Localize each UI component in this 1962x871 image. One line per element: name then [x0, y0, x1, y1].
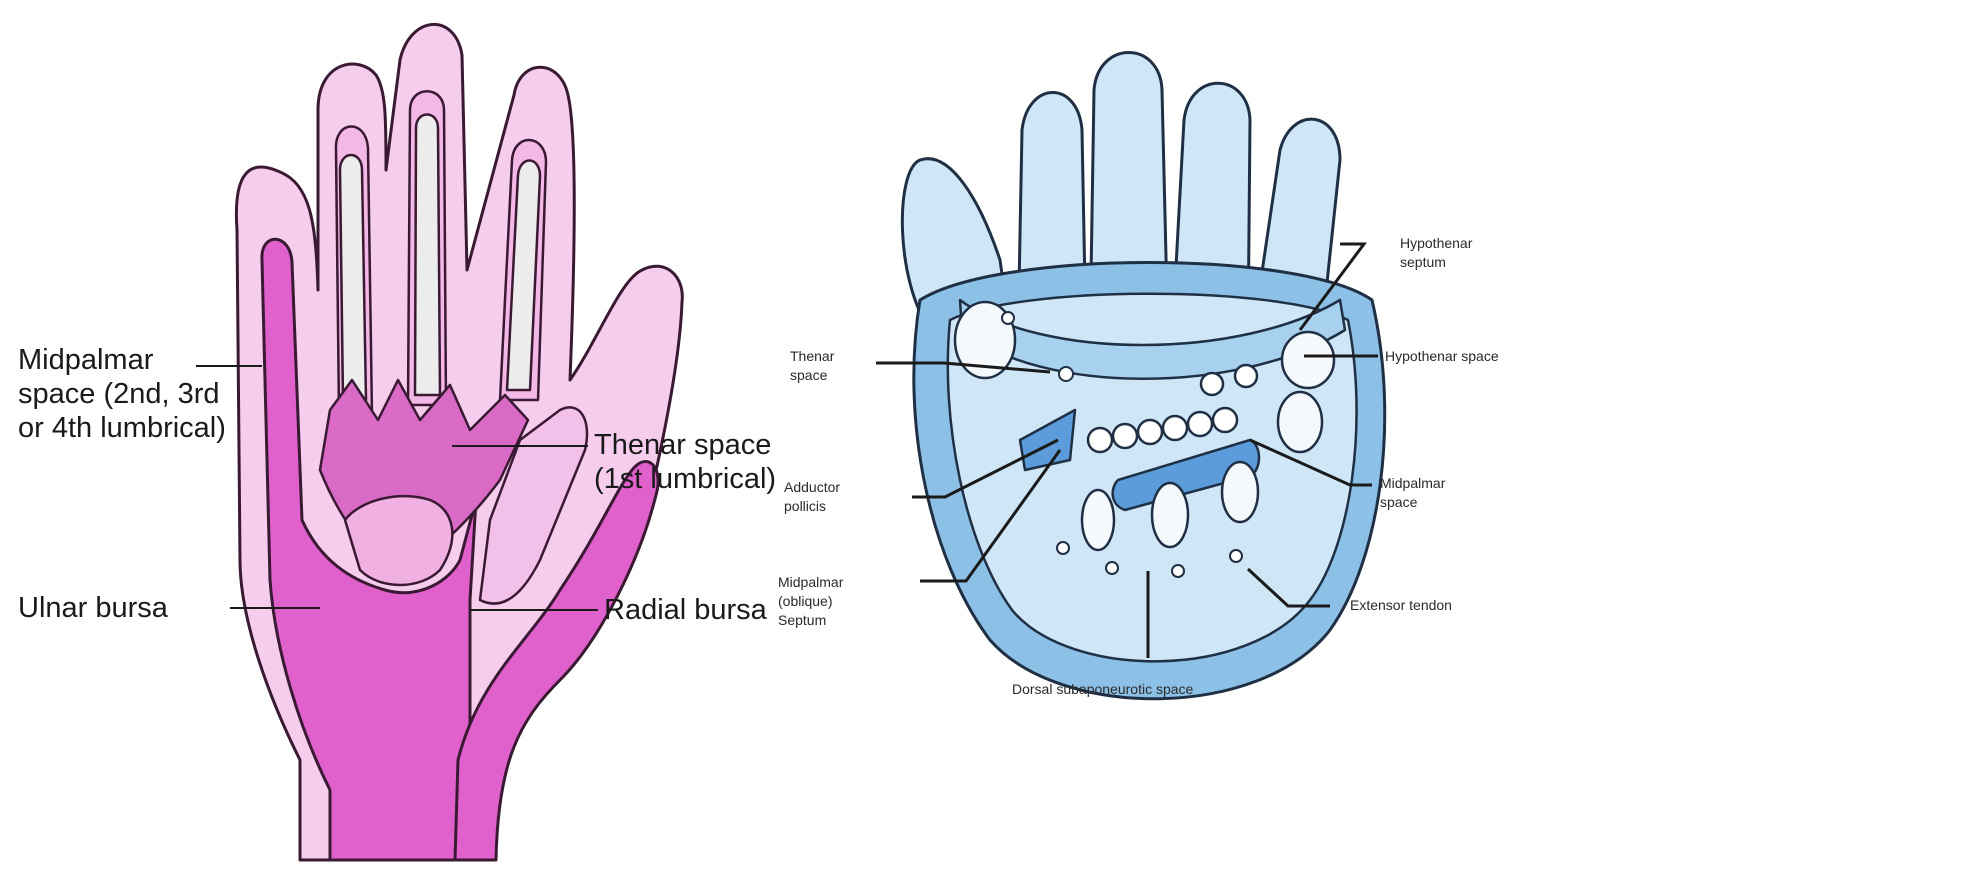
label-line: Midpalmar: [18, 343, 226, 377]
label-midpalmar-oblique-septum: Midpalmar (oblique) Septum: [778, 573, 843, 630]
label-dorsal-subaponeurotic-space: Dorsal subaponeurotic space: [1012, 680, 1193, 699]
label-line: Ulnar bursa: [18, 591, 168, 625]
label-line: Thenar space: [594, 428, 776, 462]
label-extensor-tendon: Extensor tendon: [1350, 596, 1452, 615]
label-line: (1st lumbrical): [594, 462, 776, 496]
label-line: space (2nd, 3rd: [18, 377, 226, 411]
right-hand-figure: [902, 53, 1384, 699]
label-line: pollicis: [784, 497, 840, 516]
label-line: space: [1380, 493, 1445, 512]
midpalmar-space-shape: [345, 496, 452, 585]
label-line: Midpalmar: [1380, 474, 1445, 493]
label-line: Adductor: [784, 478, 840, 497]
label-adductor-pollicis: Adductor pollicis: [784, 478, 840, 516]
label-line: septum: [1400, 253, 1472, 272]
label-line: or 4th lumbrical): [18, 411, 226, 445]
label-line: Thenar: [790, 347, 834, 366]
tendon-index: [340, 155, 366, 400]
label-line: Midpalmar: [778, 573, 843, 592]
label-line: Dorsal subaponeurotic space: [1012, 680, 1193, 699]
label-line: Extensor tendon: [1350, 596, 1452, 615]
label-line: space: [790, 366, 834, 385]
label-radial-bursa: Radial bursa: [604, 593, 767, 627]
label-midpalmar-space: Midpalmar space (2nd, 3rd or 4th lumbric…: [18, 343, 226, 445]
label-hypothenar-septum: Hypothenar septum: [1400, 234, 1472, 272]
label-line: Hypothenar space: [1385, 347, 1499, 366]
label-line: Radial bursa: [604, 593, 767, 627]
label-line: (oblique): [778, 592, 843, 611]
label-thenar-space-cross: Thenar space: [790, 347, 834, 385]
label-hypothenar-space: Hypothenar space: [1385, 347, 1499, 366]
label-ulnar-bursa: Ulnar bursa: [18, 591, 168, 625]
label-thenar-space: Thenar space (1st lumbrical): [594, 428, 776, 496]
label-line: Hypothenar: [1400, 234, 1472, 253]
label-line: Septum: [778, 611, 843, 630]
tendon-middle: [415, 115, 440, 396]
label-midpalmar-space-cross: Midpalmar space: [1380, 474, 1445, 512]
